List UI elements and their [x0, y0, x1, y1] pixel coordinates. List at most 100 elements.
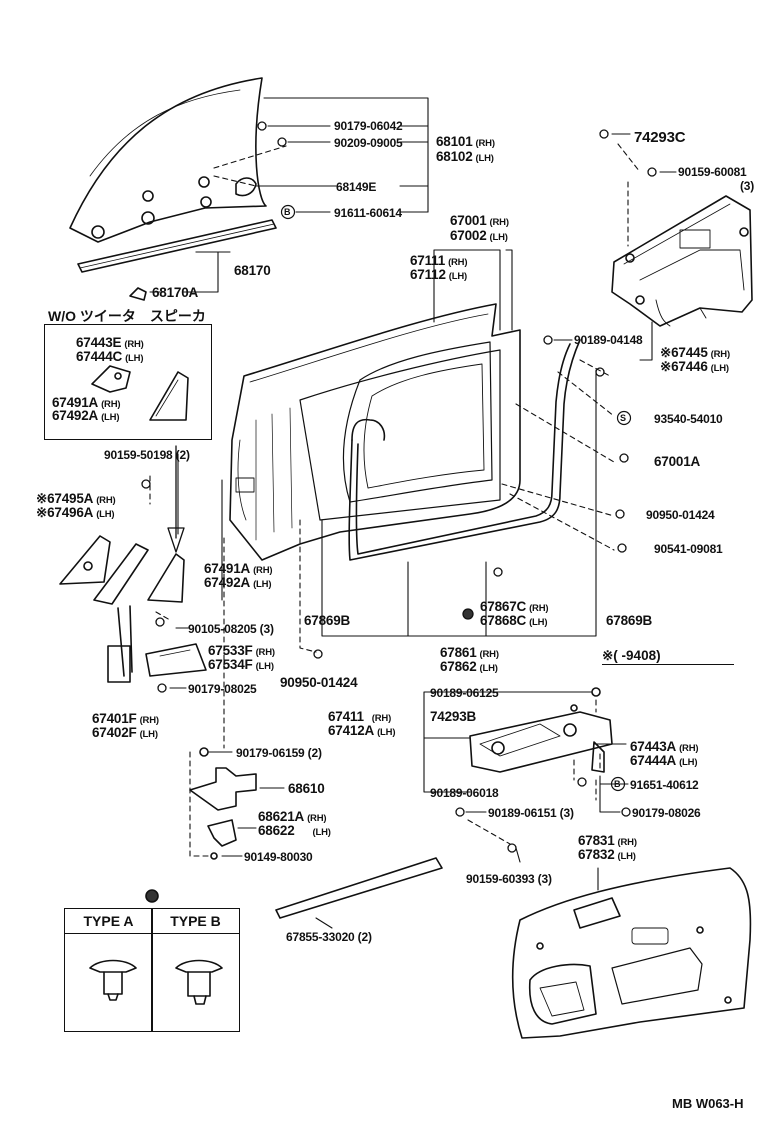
wo-tweeter-box — [44, 324, 212, 440]
section-title: W/O ツイータ スピーカ — [48, 308, 206, 324]
callout-b-letter: B — [284, 207, 291, 217]
fastener-symbols — [141, 121, 657, 853]
part-label-67444a: 67444A(LH) — [630, 753, 698, 769]
part-label-67868c: 67868C(LH) — [480, 613, 548, 629]
part-label-68170a: 68170A — [152, 285, 199, 300]
clip-type-a-drawing — [89, 959, 137, 1001]
part-label-67411: 67411(RH) — [328, 709, 392, 725]
regulator-right-drawing — [469, 687, 613, 773]
table-divider — [151, 909, 153, 1031]
clip-symbol-icon — [145, 889, 159, 903]
part-label-67444c: 67444C(LH) — [76, 349, 144, 365]
part-label-90179-06042: 90179-06042 — [334, 119, 403, 133]
part-label-67869b-left: 67869B — [304, 613, 351, 628]
part-qty-3-upper: (3) — [740, 179, 755, 193]
part-label-67002: 67002(LH) — [450, 228, 508, 244]
callout-s-letter: S — [620, 413, 626, 423]
part-label-67869b-right: 67869B — [606, 613, 653, 628]
part-label-67111: 67111(RH) — [410, 253, 468, 269]
part-label-90159-60081: 90159-60081 — [678, 165, 747, 179]
clip-type-a-header: TYPE A — [65, 909, 152, 934]
clip-type-table: TYPE A TYPE B — [64, 908, 240, 1032]
part-label-67445: ※67445(RH) — [660, 345, 730, 361]
part-label-90179-08025: 90179-08025 — [188, 682, 257, 696]
part-label-67401f: 67401F(RH) — [92, 711, 159, 727]
callout-b-circle-lower — [610, 776, 626, 792]
part-label-68101: 68101(RH) — [436, 134, 495, 150]
speaker-cover-drawing — [91, 365, 189, 421]
part-label-68170: 68170 — [234, 263, 271, 278]
part-label-67492a-box: 67492A(LH) — [52, 408, 120, 424]
part-label-67491a-box: 67491A(RH) — [52, 395, 121, 411]
clip-type-a-column: TYPE A — [65, 909, 152, 1031]
part-label-90209-09005: 90209-09005 — [334, 136, 403, 150]
clip-type-b-column: TYPE B — [152, 909, 239, 1031]
door-trim-drawing — [511, 867, 752, 1039]
part-label-68102: 68102(LH) — [436, 149, 494, 165]
part-label-67862: 67862(LH) — [440, 659, 498, 675]
part-label-67861: 67861(RH) — [440, 645, 499, 661]
part-label-67001a: 67001A — [654, 454, 701, 469]
service-cover-drawing — [611, 195, 753, 327]
part-label-67832: 67832(LH) — [578, 847, 636, 863]
part-label-67534f: 67534F(LH) — [208, 657, 274, 673]
part-label-67867c: 67867C(RH) — [480, 599, 549, 615]
dashed-guides — [149, 143, 641, 857]
part-label-67491a: 67491A(RH) — [204, 561, 273, 577]
part-label-90950-01424-right: 90950-01424 — [646, 508, 715, 522]
part-label-68621a: 68621A(RH) — [258, 809, 327, 825]
door-hinge-drawing — [189, 747, 257, 860]
part-label-67443a: 67443A(RH) — [630, 739, 699, 755]
part-label-90189-06125: 90189-06125 — [430, 686, 499, 700]
clip-type-b-drawing — [175, 959, 223, 1005]
part-label-67402f: 67402F(LH) — [92, 725, 158, 741]
weatherstrip-drawing — [348, 339, 581, 561]
part-label-90189-06151: 90189-06151 (3) — [488, 806, 574, 820]
part-label-93540-54010: 93540-54010 — [654, 412, 723, 426]
part-label-91651-40612: 91651-40612 — [630, 778, 699, 792]
door-shell-drawing — [229, 303, 521, 561]
model-range-note: ※( -9408) — [602, 648, 734, 665]
part-label-90179-06159: 90179-06159 (2) — [236, 746, 322, 760]
part-label-90159-50198: 90159-50198 (2) — [104, 448, 190, 462]
part-label-90189-06018: 90189-06018 — [430, 786, 499, 800]
part-label-67443e: 67443E(RH) — [76, 335, 144, 351]
part-label-67446: ※67446(LH) — [660, 359, 729, 375]
part-label-67855-33020: 67855-33020 (2) — [286, 930, 372, 944]
part-label-67001: 67001(RH) — [450, 213, 509, 229]
part-label-90149-80030: 90149-80030 — [244, 850, 313, 864]
part-label-68610: 68610 — [288, 781, 325, 796]
callout-b-circle-upper — [280, 204, 296, 220]
part-label-67492a: 67492A(LH) — [204, 575, 272, 591]
part-label-67412a: 67412A(LH) — [328, 723, 396, 739]
part-label-68149e: 68149E — [336, 180, 377, 194]
part-label-67533f: 67533F(RH) — [208, 643, 275, 659]
part-label-67112: 67112(LH) — [410, 267, 467, 283]
figure-code: MB W063-H — [672, 1096, 744, 1111]
callout-s-circle — [616, 410, 632, 426]
leader-lines — [149, 97, 677, 929]
part-label-67831: 67831(RH) — [578, 833, 637, 849]
down-arrow-icon — [167, 445, 185, 553]
part-label-90179-08026: 90179-08026 — [632, 806, 701, 820]
callout-b-letter-lower: B — [614, 779, 621, 789]
part-label-90541-09081: 90541-09081 — [654, 542, 723, 556]
part-label-90189-04148: 90189-04148 — [574, 333, 643, 347]
clip-type-b-header: TYPE B — [152, 909, 239, 934]
part-label-90159-60393: 90159-60393 (3) — [466, 872, 552, 886]
part-label-90105-08205: 90105-08205 (3) — [188, 622, 274, 636]
part-label-67495a: ※67495A(RH) — [36, 491, 116, 507]
belt-moulding-drawing — [275, 857, 443, 919]
part-label-68622: 68622(LH) — [258, 823, 331, 839]
part-label-90950-01424: 90950-01424 — [280, 675, 358, 690]
part-label-91611-60614: 91611-60614 — [334, 206, 402, 220]
part-label-67496a: ※67496A(LH) — [36, 505, 115, 521]
glass-run-strip-drawing — [77, 219, 277, 301]
part-label-74293c: 74293C — [634, 129, 686, 146]
regulator-left-drawing — [107, 605, 207, 683]
part-label-74293b: 74293B — [430, 709, 477, 724]
door-glass-drawing — [69, 77, 267, 243]
mirror-bracket-drawing — [59, 535, 185, 605]
